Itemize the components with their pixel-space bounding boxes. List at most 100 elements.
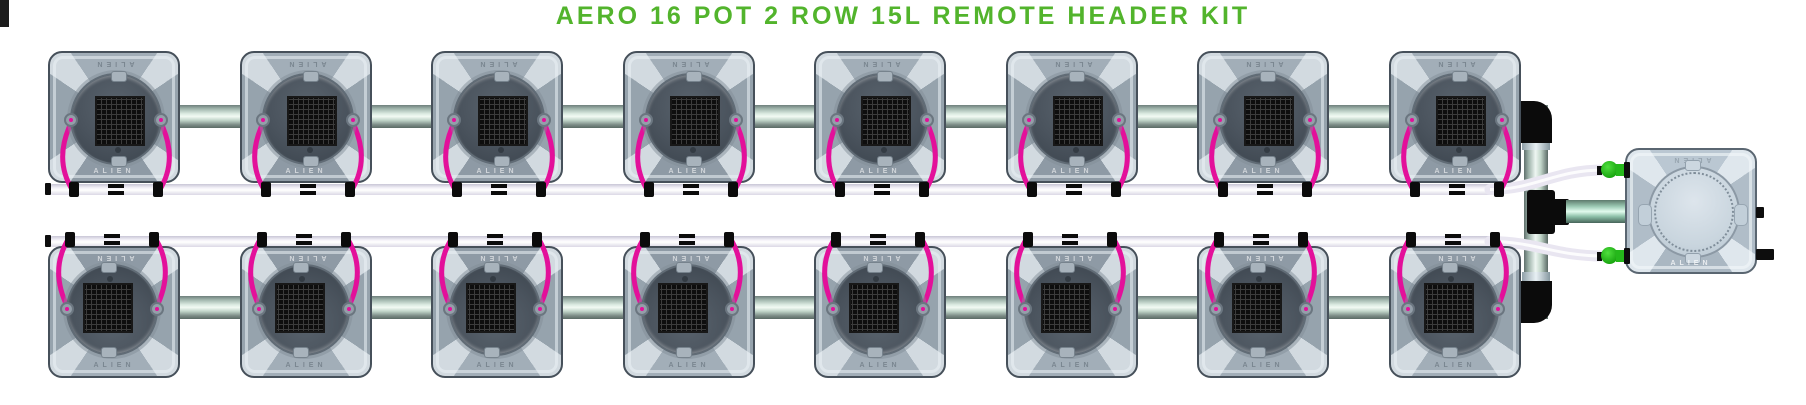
header-side-stub-top — [1756, 207, 1764, 218]
elbow-fitting-bottom — [1516, 281, 1552, 323]
lid-nozzle-right — [537, 113, 551, 127]
lid-mesh-vent-icon — [478, 96, 528, 146]
lid-tab-top — [1452, 71, 1468, 82]
pot-lid — [1028, 71, 1120, 167]
pot-row-1-5: ALIEN ALIEN — [814, 51, 946, 197]
pot-row-2-7: ALIEN ALIEN — [1197, 232, 1329, 378]
nozzle-tube-dot — [1214, 307, 1218, 311]
lid-tab-bottom — [101, 262, 117, 273]
lid-nozzle-right — [346, 113, 360, 127]
pot-row-1-2: ALIEN ALIEN — [240, 51, 372, 197]
tube-connector-left — [341, 232, 351, 247]
pot-lid — [449, 262, 541, 358]
tube-connector-right — [728, 182, 738, 197]
pot-row-1-8: ALIEN ALIEN — [1389, 51, 1521, 197]
lid-nozzle-right — [635, 302, 649, 316]
lid-nozzle-left — [64, 113, 78, 127]
pot-brand-label-bottom: ALIEN — [1242, 254, 1284, 261]
tube-connector-right — [448, 232, 458, 247]
lid-nozzle-left — [447, 113, 461, 127]
fitting-neck — [1616, 164, 1625, 176]
pot-lid — [1411, 71, 1503, 167]
lid-nozzle-left — [256, 113, 270, 127]
tube-connector-right — [1214, 232, 1224, 247]
tube-clip — [300, 184, 316, 195]
lid-tab-bottom — [111, 156, 127, 167]
pot-brand-label-top: ALIEN — [668, 362, 710, 369]
pot-lid — [1219, 71, 1311, 167]
pot-brand-label-top: ALIEN — [93, 362, 135, 369]
lid-nozzle-left — [533, 302, 547, 316]
lid-plug-icon — [682, 276, 688, 282]
pot-lid — [645, 71, 737, 167]
fitting-flange — [1624, 248, 1630, 264]
nozzle-tube-dot — [452, 118, 456, 122]
nozzle-tube-dot — [925, 118, 929, 122]
nozzle-tube-dot — [538, 307, 542, 311]
pot-brand-label-top: ALIEN — [1242, 60, 1284, 67]
feed-tube-right — [1497, 118, 1513, 194]
pot-brand-label-bottom: ALIEN — [668, 254, 710, 261]
tube-connector-left — [1027, 182, 1037, 197]
lid-nozzle-left — [830, 113, 844, 127]
lid-plug-icon — [881, 147, 887, 153]
tube-connector-right — [1494, 182, 1504, 197]
lid-plug-icon — [498, 147, 504, 153]
lid-tab-bottom — [1452, 156, 1468, 167]
nozzle-tube-dot — [159, 118, 163, 122]
tube-connector-left — [532, 232, 542, 247]
lid-plug-icon — [307, 147, 313, 153]
tube-connector-right — [1302, 182, 1312, 197]
pot-brand-label-bottom: ALIEN — [93, 254, 135, 261]
lid-mesh-vent-icon — [670, 96, 720, 146]
lid-nozzle-left — [150, 302, 164, 316]
nozzle-tube-dot — [921, 307, 925, 311]
header-side-stub-bottom — [1756, 249, 1774, 260]
lid-nozzle-right — [1495, 113, 1509, 127]
pot-brand-label-top: ALIEN — [859, 362, 901, 369]
pot-brand-label-bottom: ALIEN — [1051, 168, 1093, 175]
lid-mesh-vent-icon — [1424, 283, 1474, 333]
fitting-valve-icon — [1601, 161, 1618, 178]
pot-lid — [1407, 262, 1499, 358]
lid-plug-icon — [1448, 276, 1454, 282]
lid-tab-bottom — [1069, 156, 1085, 167]
nozzle-tube-dot — [644, 118, 648, 122]
lid-plug-icon — [115, 147, 121, 153]
pot-lid — [453, 71, 545, 167]
pot-lid — [258, 262, 350, 358]
lid-tab-top — [686, 71, 702, 82]
tube-connector-left — [149, 232, 159, 247]
nozzle-tube-dot — [1500, 118, 1504, 122]
tube-clip — [683, 184, 699, 195]
tube-connector-left — [915, 232, 925, 247]
lid-plug-icon — [490, 276, 496, 282]
header-feed-pipe — [1566, 200, 1628, 223]
header-inlet-fitting-bottom — [1597, 247, 1631, 265]
nozzle-tube-dot — [542, 118, 546, 122]
pot-brand-label-top: ALIEN — [476, 60, 518, 67]
tube-clip — [679, 234, 695, 245]
lid-nozzle-right — [443, 302, 457, 316]
nozzle-tube-dot — [1308, 118, 1312, 122]
nozzle-tube-dot — [640, 307, 644, 311]
lid-mesh-vent-icon — [1244, 96, 1294, 146]
feed-pipe-ring — [0, 0, 9, 27]
feed-tube-right — [1114, 118, 1130, 194]
lid-nozzle-right — [252, 302, 266, 316]
nozzle-tube-dot — [831, 307, 835, 311]
lid-tab-top — [484, 347, 500, 358]
lid-tab-top — [111, 71, 127, 82]
tube-connector-right — [257, 232, 267, 247]
pot-lid — [262, 71, 354, 167]
lid-nozzle-right — [1401, 302, 1415, 316]
lid-mesh-vent-icon — [83, 283, 133, 333]
nozzle-tube-dot — [69, 118, 73, 122]
pot-lid — [1024, 262, 1116, 358]
fitting-barb-icon — [1597, 166, 1602, 175]
lid-nozzle-left — [1108, 302, 1122, 316]
lid-nozzle-left — [1022, 113, 1036, 127]
header-lid — [1648, 166, 1740, 258]
nozzle-tube-dot — [65, 307, 69, 311]
header-lid-ear-left — [1638, 204, 1652, 226]
